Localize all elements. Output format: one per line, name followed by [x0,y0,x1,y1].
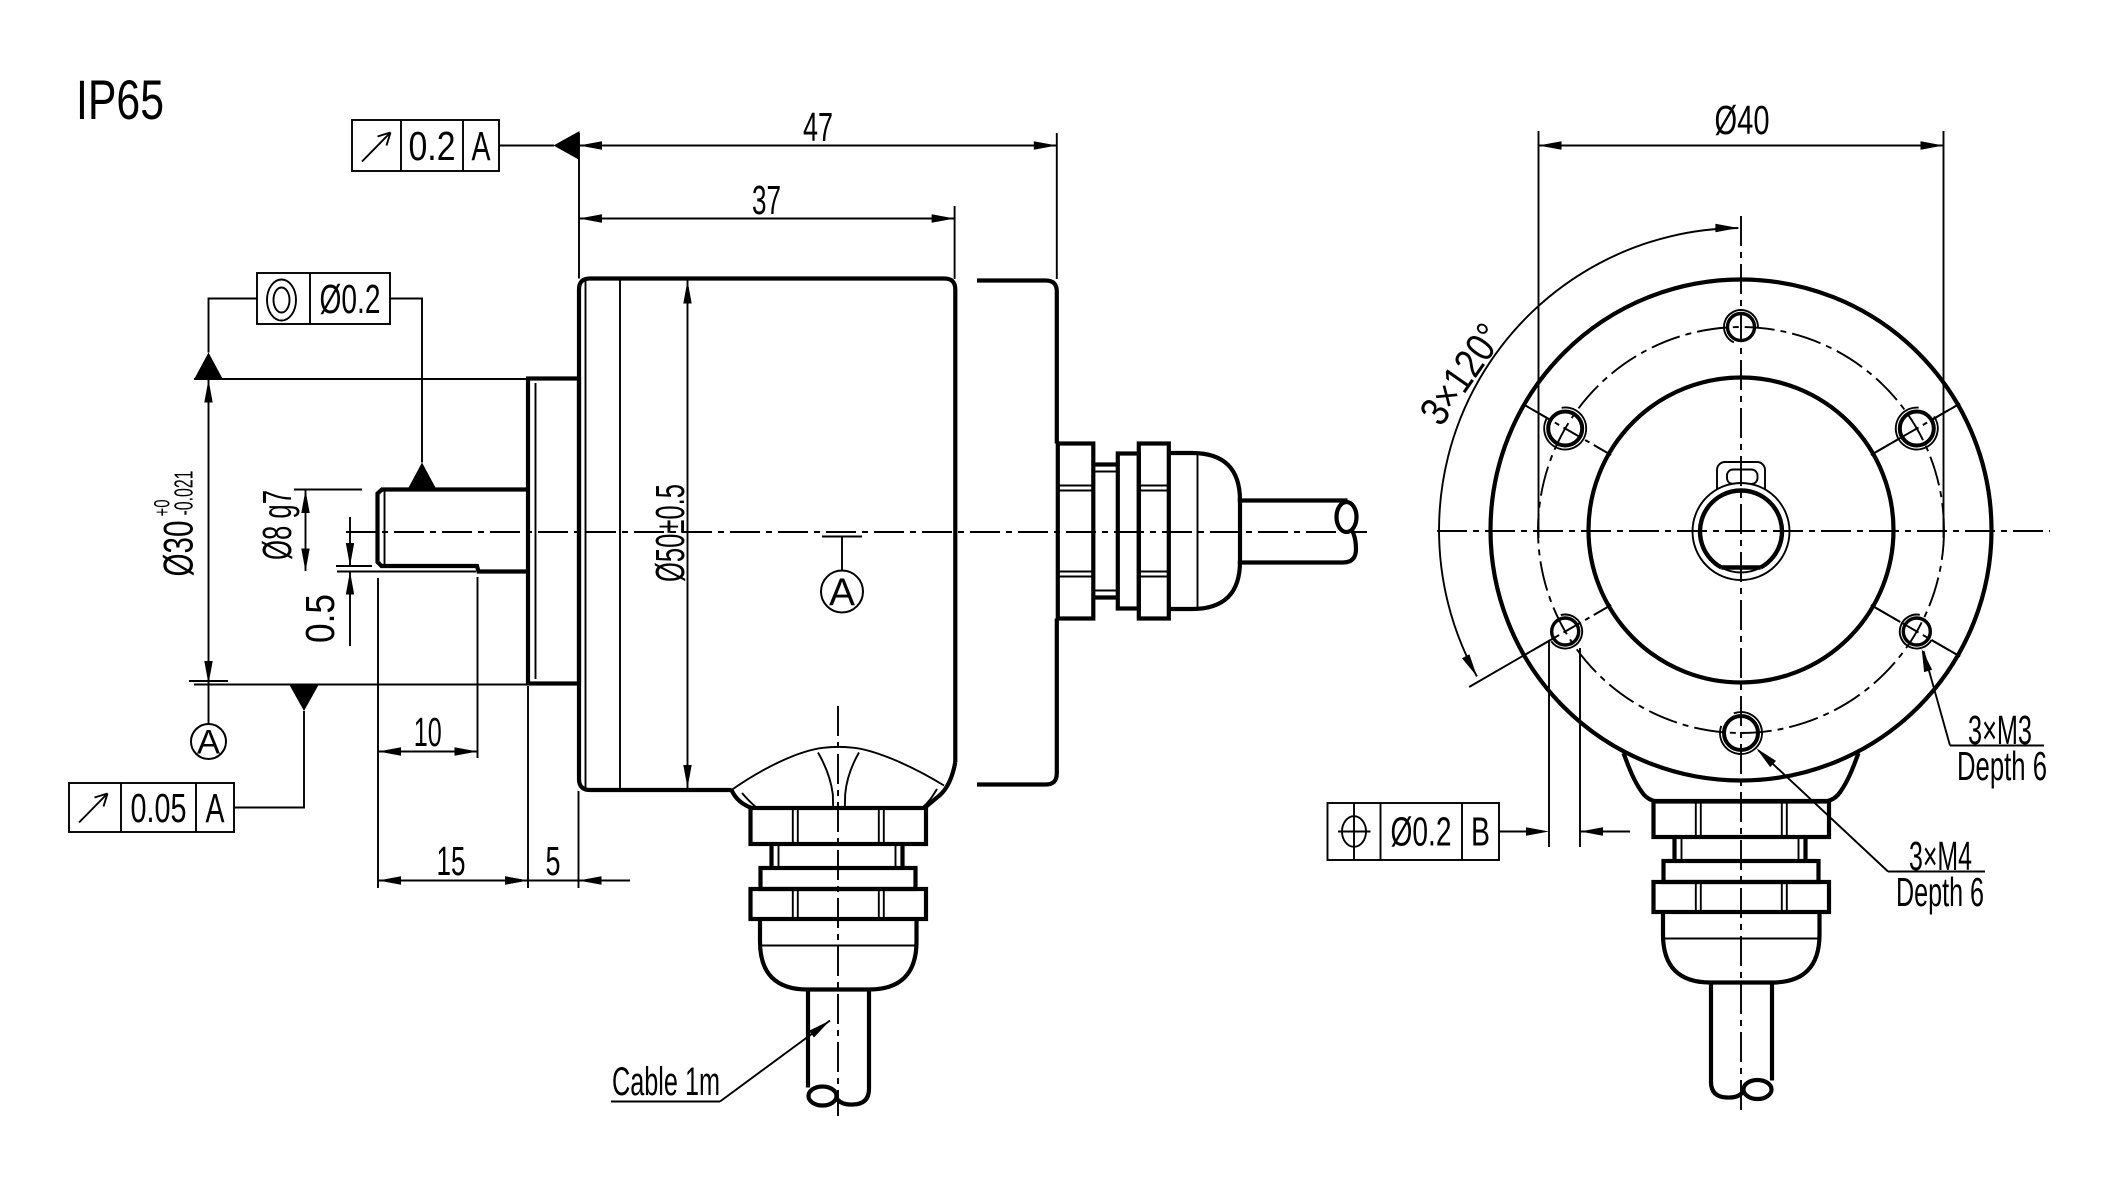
svg-text:5: 5 [546,838,561,884]
svg-text:Depth 6: Depth 6 [1896,869,1984,915]
svg-text:IP65: IP65 [76,68,164,131]
svg-text:Ø0.2: Ø0.2 [320,276,381,322]
svg-text:3×M3: 3×M3 [1968,707,2032,753]
svg-text:37: 37 [752,177,781,223]
svg-text:47: 47 [803,104,833,150]
svg-text:A: A [472,123,491,169]
svg-text:B: B [1471,809,1490,855]
svg-text:A: A [829,572,855,615]
svg-text:-0.021: -0.021 [169,471,199,516]
svg-text:10: 10 [414,709,442,755]
svg-text:15: 15 [437,838,466,884]
svg-text:Ø0.2: Ø0.2 [1391,809,1452,855]
svg-text:0.05: 0.05 [131,785,187,831]
svg-text:0.5: 0.5 [297,594,343,643]
svg-text:A: A [197,724,220,762]
svg-text:+0: +0 [150,500,175,517]
svg-text:Cable 1m: Cable 1m [612,1060,720,1104]
svg-text:A: A [206,785,225,831]
svg-text:Depth 6: Depth 6 [1957,743,2047,789]
svg-text:Ø50±0.5: Ø50±0.5 [647,484,693,582]
svg-text:Ø8 g7: Ø8 g7 [254,490,300,560]
svg-text:3×M4: 3×M4 [1909,833,1972,879]
svg-text:0.2: 0.2 [409,123,456,169]
svg-text:Ø30: Ø30 [155,521,202,577]
svg-text:Ø40: Ø40 [1715,97,1770,143]
